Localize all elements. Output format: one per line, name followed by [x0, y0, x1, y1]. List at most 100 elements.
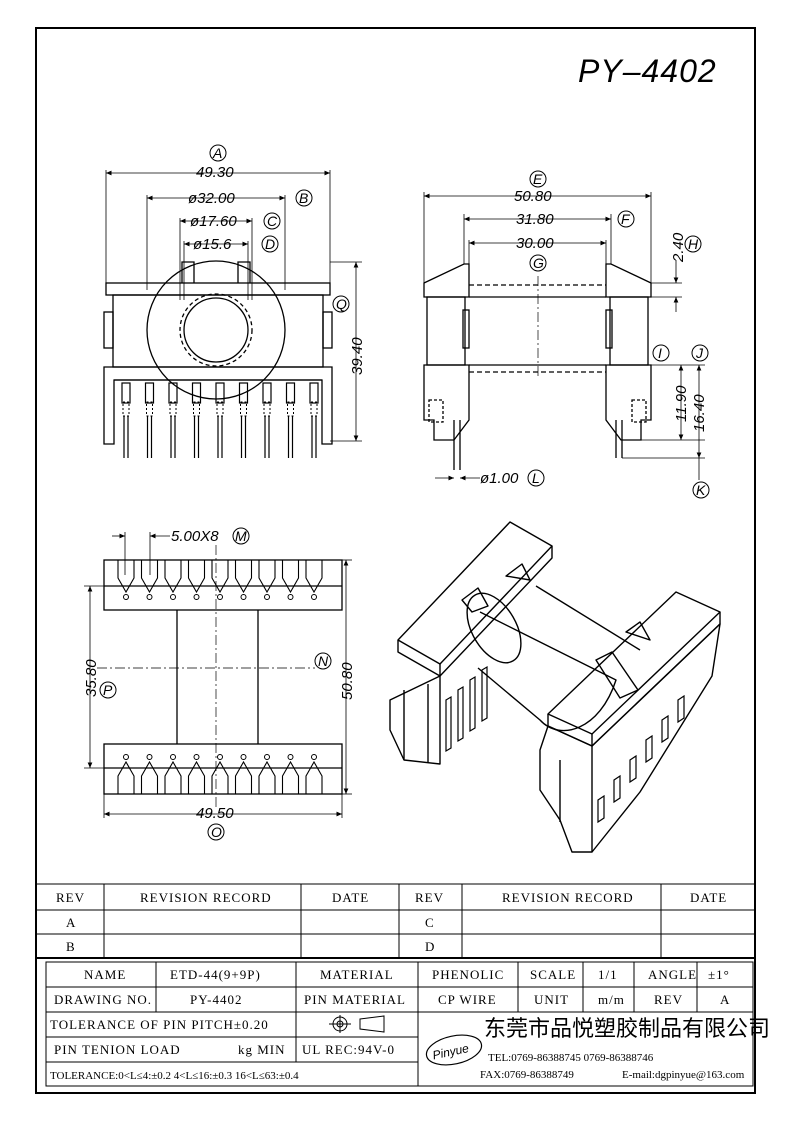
bottom-pin-hole-bottom: [123, 754, 129, 760]
front-pin-socket: [240, 401, 247, 417]
spec-unit-value: m/m: [598, 992, 625, 1007]
balloon-c: [263, 212, 281, 230]
front-pin-tab: [309, 382, 319, 404]
balloon-c-letter: C: [267, 213, 278, 229]
rev-row-d: D: [425, 939, 435, 954]
balloon-k-letter: K: [696, 482, 706, 498]
projection-symbol-icon: [329, 1015, 385, 1033]
dim-i-value: 11.90: [673, 385, 690, 422]
front-pin-socket: [193, 401, 200, 417]
rev-row-c: C: [425, 915, 435, 930]
side-view: [423, 263, 652, 470]
balloon-j-letter: J: [695, 345, 704, 361]
front-pin-socket: [146, 401, 153, 417]
front-view-pins: [121, 382, 319, 458]
company-logo-text: Pinyue: [431, 1041, 470, 1062]
bottom-pin-hole-top: [193, 594, 200, 600]
bottom-pin-hole-top: [123, 594, 129, 600]
balloon-e-letter: E: [533, 171, 543, 187]
rev-header-rev-2: REV: [415, 890, 444, 905]
bottom-center-line: [97, 545, 315, 810]
balloon-n-letter: N: [318, 653, 329, 669]
bottom-pin-hole-top: [146, 594, 153, 600]
bottom-pin-hole-top: [287, 594, 294, 600]
spec-material-value: PHENOLIC: [432, 967, 504, 982]
bottom-pin-slot-top: [211, 560, 229, 594]
bottom-pin-slot-bottom: [140, 760, 159, 794]
front-pin-tab: [168, 382, 178, 404]
balloon-q: [332, 295, 350, 313]
front-pin-tab: [215, 382, 225, 404]
spec-drawing-no-value: PY-4402: [190, 992, 243, 1007]
front-pin-socket: [122, 401, 130, 417]
rev-row-a: A: [66, 915, 76, 930]
company-logo: Pinyue: [425, 1034, 483, 1066]
dim-j-value: 16.40: [691, 394, 708, 432]
bottom-pin-slot-bottom: [164, 760, 182, 794]
isometric-pin: [677, 694, 685, 724]
spec-angle-value: ±1°: [708, 967, 730, 982]
isometric-pin: [629, 754, 637, 784]
balloon-a: [209, 144, 227, 162]
dim-f-value: 31.80: [516, 211, 554, 228]
balloon-o: [207, 823, 225, 841]
drawing-title: PY–4402: [578, 53, 717, 89]
spec-pin-tension-unit: kg MIN: [238, 1042, 286, 1057]
balloon-d: [261, 235, 279, 253]
bottom-dimensions: [84, 532, 352, 818]
isometric-pin: [645, 734, 653, 764]
bottom-pin-hole-top: [264, 594, 270, 600]
balloon-b: [295, 189, 313, 207]
isometric-pin: [597, 794, 605, 824]
bottom-pin-hole-bottom: [311, 754, 317, 760]
spec-tolerance-ranges: TOLERANCE:0<L≤4:±0.2 4<L≤16:±0.3 16<L≤63…: [50, 1070, 299, 1082]
dim-m-value: 5.00X8: [171, 528, 219, 545]
balloon-g: [529, 254, 547, 272]
front-pin-socket: [169, 401, 177, 417]
rev-header-date-1: DATE: [332, 890, 369, 905]
bottom-pin-hole-top: [170, 594, 176, 600]
isometric-pin: [613, 774, 621, 804]
spec-name-label: NAME: [84, 967, 126, 982]
bottom-pin-hole-top: [217, 594, 223, 600]
company-fax: FAX:0769-86388749: [480, 1069, 574, 1081]
front-pin-socket: [216, 401, 224, 417]
bottom-pin-slot-top: [140, 560, 159, 594]
balloon-k: [692, 481, 710, 499]
dim-b-value: ø32.00: [188, 190, 235, 207]
dim-h-value: 2.40: [670, 232, 687, 263]
dim-d-value: ø15.6: [193, 236, 232, 253]
dim-c-value: ø17.60: [190, 213, 237, 230]
balloon-i: [652, 344, 670, 362]
dim-e-value: 50.80: [514, 188, 552, 205]
rev-header-record-1: REVISION RECORD: [140, 890, 272, 905]
company-name: 东莞市品悦塑胶制品有限公司: [484, 1017, 770, 1042]
rev-row-b: B: [66, 939, 76, 954]
dim-q-value: 39.40: [349, 337, 366, 375]
dim-a-value: 49.30: [196, 164, 234, 181]
spec-tolerance-pitch: TOLERANCE OF PIN PITCH±0.20: [50, 1017, 269, 1032]
bottom-pin-hole-bottom: [193, 754, 200, 760]
isometric-back-pin: [469, 675, 476, 733]
front-pin-tab: [238, 382, 249, 404]
bottom-pin-hole-top: [311, 594, 317, 600]
spec-ul-rating: UL REC:94V-0: [302, 1042, 395, 1057]
bottom-pin-hole-bottom: [217, 754, 223, 760]
balloon-n: [314, 652, 332, 670]
bottom-pin-hole-bottom: [146, 754, 153, 760]
front-pin-tab: [121, 382, 131, 404]
bottom-view: [103, 559, 343, 795]
spec-scale-value: 1/1: [598, 967, 618, 982]
balloon-f: [617, 210, 635, 228]
balloon-l-letter: L: [532, 470, 540, 486]
balloon-i-letter: I: [658, 345, 662, 361]
spec-rev-label: REV: [654, 992, 683, 1007]
bottom-pin-hole-bottom: [264, 754, 270, 760]
dim-n-value: 50.80: [339, 662, 356, 700]
front-pin-socket: [263, 401, 271, 417]
rev-header-rev-1: REV: [56, 890, 85, 905]
spec-drawing-no-label: DRAWING NO.: [54, 992, 152, 1007]
balloon-j: [691, 344, 709, 362]
balloon-p: [99, 681, 117, 699]
